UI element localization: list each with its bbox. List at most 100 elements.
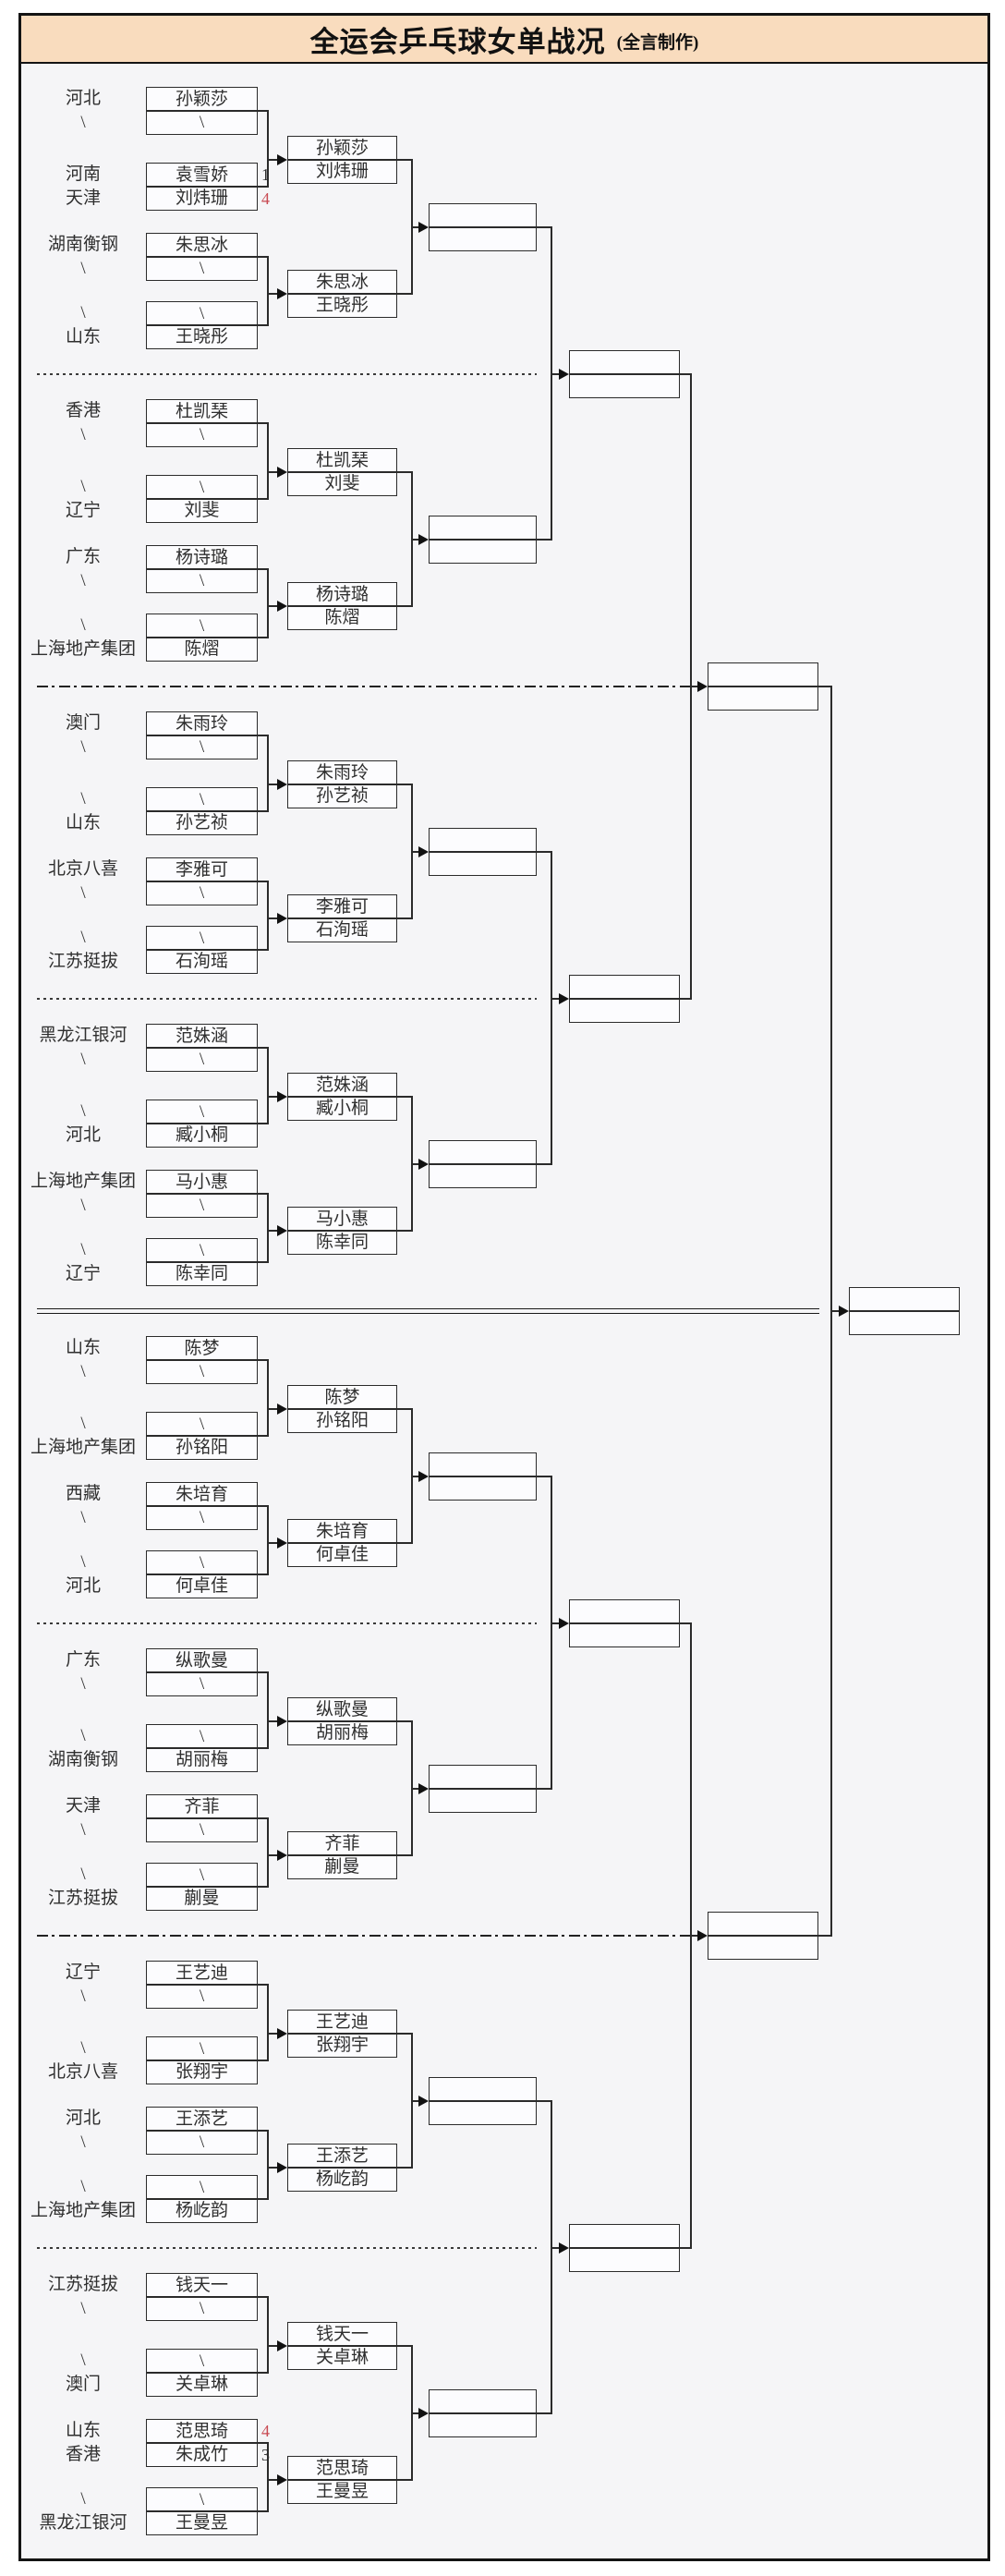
bracket-line <box>267 1671 269 1749</box>
bracket-line <box>537 2100 552 2102</box>
arrow-icon <box>839 1305 849 1317</box>
team-label: 北京八喜 <box>47 2062 118 2082</box>
round3-match-box <box>429 203 537 251</box>
title-credit: (全言制作) <box>616 32 699 53</box>
round2-winners-box: 范姝涵臧小桐 <box>287 1073 397 1121</box>
bracket-line <box>258 2130 269 2132</box>
round1-match-box: \杨屹韵 <box>146 2175 258 2223</box>
bracket-line <box>551 373 561 375</box>
round2-winners-box: 孙颖莎刘炜珊 <box>287 136 397 184</box>
bracket-line <box>267 1984 269 2061</box>
bracket-line <box>551 226 552 541</box>
pair-divider <box>147 2296 257 2298</box>
bracket-line <box>397 159 413 161</box>
pair-divider <box>430 1163 536 1165</box>
bracket-line <box>412 1163 420 1165</box>
winner-name: 齐菲 <box>324 1834 360 1853</box>
title-bar: 全运会乒乓球女单战况 (全言制作) <box>18 13 990 64</box>
arrow-icon <box>418 1158 429 1170</box>
winner-name: 何卓佳 <box>315 1545 369 1564</box>
bracket-line <box>551 2247 561 2249</box>
bracket-line <box>397 784 413 785</box>
bracket-line <box>258 1193 269 1195</box>
section-separator-line <box>37 1308 819 1314</box>
team-label: 辽宁 <box>65 501 101 520</box>
team-label: \ <box>80 2489 86 2509</box>
semifinal-match-box <box>708 1912 818 1960</box>
winner-name: 刘斐 <box>324 474 360 493</box>
team-label: \ <box>80 737 86 757</box>
pair-divider <box>288 1408 396 1410</box>
pair-divider <box>570 998 679 1000</box>
player-name: 陈幸同 <box>175 1264 228 1283</box>
match-score: 3 <box>261 2446 270 2464</box>
round1-match-box: 陈梦\ <box>146 1336 258 1384</box>
round1-match-box: 朱思冰\ <box>146 233 258 281</box>
winner-name: 蒯曼 <box>324 1857 360 1877</box>
winner-name: 朱雨玲 <box>315 763 369 783</box>
team-label: \ <box>80 1552 86 1572</box>
pair-divider <box>288 1230 396 1232</box>
pair-divider <box>288 2033 396 2035</box>
bracket-line <box>551 1476 552 1790</box>
player-name: \ <box>199 2490 205 2509</box>
bracket-line <box>258 949 269 951</box>
bracket-line <box>267 2442 269 2512</box>
bracket-line <box>267 110 269 188</box>
pair-divider <box>288 605 396 607</box>
player-name: \ <box>199 1196 205 1215</box>
pair-divider <box>147 2198 257 2200</box>
bracket-line <box>258 735 269 736</box>
team-label: \ <box>80 2351 86 2370</box>
player-name: \ <box>199 1241 205 1260</box>
bracket-line <box>397 2345 413 2347</box>
player-name: \ <box>199 1102 205 1122</box>
winner-name: 张翔宇 <box>315 2035 369 2055</box>
pair-divider <box>430 539 536 541</box>
team-label: 上海地产集团 <box>30 2201 136 2220</box>
round1-match-box: \臧小桐 <box>146 1100 258 1148</box>
team-label: 山东 <box>65 1338 101 1357</box>
section-separator-line <box>37 686 697 687</box>
team-label: \ <box>80 1414 86 1433</box>
team-label: \ <box>80 2132 86 2152</box>
bracket-line <box>412 226 420 228</box>
bracket-line <box>267 1359 269 1437</box>
round1-match-box: 孙颖莎\ <box>146 87 258 135</box>
team-label: 香港 <box>65 2445 101 2464</box>
team-label: 河北 <box>65 2108 101 2128</box>
bracket-line <box>267 1505 269 1575</box>
team-label: \ <box>80 2038 86 2058</box>
arrow-icon <box>418 2095 429 2107</box>
round3-match-box <box>429 1765 537 1813</box>
bracket-line <box>680 2247 692 2249</box>
pair-divider <box>147 1359 257 1361</box>
round1-match-box: \张翔宇 <box>146 2036 258 2084</box>
team-label: 湖南衡钢 <box>47 235 118 254</box>
bracket-line <box>680 373 692 375</box>
pair-divider <box>147 2060 257 2061</box>
player-name: \ <box>199 1865 205 1885</box>
bracket-line <box>268 605 279 607</box>
bracket-line <box>258 422 269 424</box>
player-name: 朱思冰 <box>175 236 228 255</box>
pair-divider <box>288 2479 396 2481</box>
winner-name: 范思琦 <box>315 2459 369 2478</box>
winner-name: 石洵瑶 <box>315 920 369 940</box>
winner-name: 范姝涵 <box>315 1075 369 1095</box>
player-name: 范姝涵 <box>175 1027 228 1046</box>
round1-match-box: 朱雨玲\ <box>146 711 258 759</box>
bracket-line <box>397 2167 413 2169</box>
team-label: \ <box>80 883 86 903</box>
player-name: 胡丽梅 <box>175 1750 228 1769</box>
pair-divider <box>147 1047 257 1049</box>
winner-name: 王晓彤 <box>315 296 369 315</box>
bracket-line <box>537 539 552 541</box>
round2-winners-box: 陈梦孙铭阳 <box>287 1385 397 1433</box>
player-name: 袁雪娇 <box>175 165 228 185</box>
team-label: \ <box>80 1674 86 1694</box>
pair-divider <box>147 1123 257 1124</box>
team-label: \ <box>80 1820 86 1840</box>
bracket-line <box>258 186 269 188</box>
round2-winners-box: 李雅可石洵瑶 <box>287 894 397 942</box>
